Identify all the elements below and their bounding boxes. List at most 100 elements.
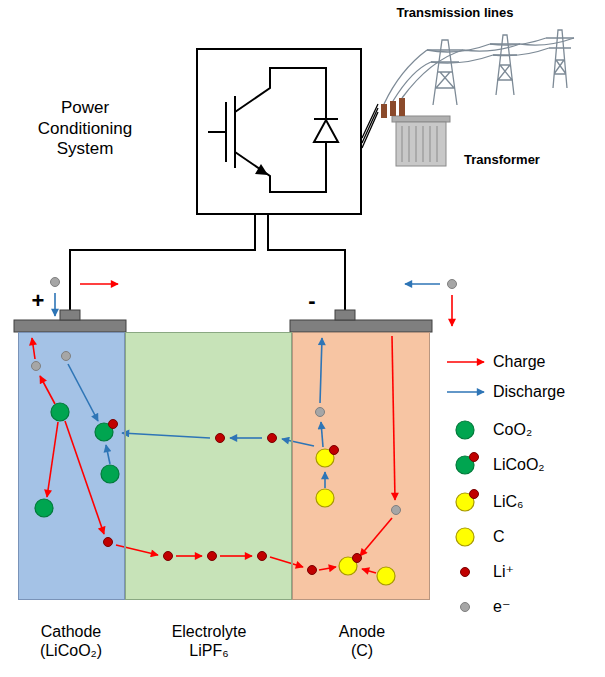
anode-particles bbox=[324, 472, 326, 488]
transformer-picture bbox=[399, 98, 405, 116]
igbt-symbol bbox=[235, 68, 326, 118]
anode-particles bbox=[377, 567, 395, 585]
transformer-picture bbox=[381, 104, 387, 118]
transformer-picture bbox=[415, 126, 417, 162]
electron-flow bbox=[448, 280, 457, 289]
cathode-particles bbox=[62, 352, 71, 361]
terminal-plate bbox=[60, 310, 80, 320]
cathode-particles bbox=[47, 422, 58, 497]
cathode-particles bbox=[106, 445, 110, 464]
electrolyte-ions bbox=[220, 555, 252, 557]
transformer-picture bbox=[429, 126, 431, 162]
electrolyte-ions bbox=[258, 552, 267, 561]
anode-particles bbox=[308, 336, 401, 585]
cathode-particles bbox=[109, 420, 118, 429]
node-label: Cathode (LiCoO₂) bbox=[40, 622, 102, 660]
terminal-plate bbox=[290, 320, 432, 332]
electrolyte-ions bbox=[216, 434, 225, 443]
transformer: Transformer bbox=[378, 98, 456, 170]
terminal-plate bbox=[14, 320, 126, 332]
legend-sample bbox=[447, 362, 484, 612]
electrolyte-panel: Electrolyte LiPF₆ bbox=[125, 332, 292, 600]
legend-text: C bbox=[493, 527, 505, 546]
anode-particles bbox=[319, 567, 336, 570]
anode-particles bbox=[308, 566, 317, 575]
cathode-panel: Cathode (LiCoO₂) bbox=[18, 332, 125, 600]
transformer-picture bbox=[390, 101, 396, 116]
electron-flow bbox=[51, 278, 60, 287]
anode-particles bbox=[316, 489, 334, 507]
igbt-symbol bbox=[208, 68, 338, 192]
transmission-towers bbox=[384, 50, 463, 104]
cathode-particles bbox=[104, 538, 113, 547]
legend-text: Charge bbox=[493, 352, 545, 371]
electron-flow bbox=[51, 278, 457, 327]
terminal-sign: - bbox=[308, 288, 315, 314]
legend-sample bbox=[461, 568, 470, 577]
cathode-particles bbox=[32, 338, 159, 555]
anode-particles bbox=[392, 336, 395, 500]
terminal-plate bbox=[335, 310, 355, 320]
electrolyte-ions bbox=[122, 433, 314, 567]
electron-flow bbox=[54, 293, 56, 316]
legend-sample bbox=[447, 391, 484, 393]
node-label: Power Conditioning System bbox=[38, 98, 133, 159]
legend-sample bbox=[461, 603, 470, 612]
electrolyte-ions bbox=[122, 433, 210, 438]
anode-particles bbox=[392, 506, 401, 515]
igbt-symbol bbox=[255, 164, 268, 175]
cathode-particles bbox=[51, 403, 69, 421]
transmission-towers bbox=[546, 30, 574, 88]
legend-sample bbox=[470, 490, 479, 499]
transformer-picture bbox=[402, 126, 437, 162]
legend-sample bbox=[447, 361, 484, 363]
anode-particles bbox=[362, 569, 376, 573]
converter-box: Power Conditioning System bbox=[196, 48, 362, 215]
legend-sample bbox=[456, 421, 474, 439]
igbt-symbol bbox=[314, 118, 338, 120]
wire bbox=[268, 215, 345, 332]
anode-particles bbox=[353, 554, 362, 563]
cell-fill bbox=[18, 332, 125, 600]
electrolyte-ions bbox=[270, 557, 303, 567]
transformer-picture bbox=[436, 126, 438, 162]
electron-flow bbox=[405, 283, 440, 285]
cathode-particles bbox=[40, 376, 55, 404]
terminal-plate bbox=[14, 310, 432, 332]
anode-panel: Anode (C) bbox=[292, 332, 430, 600]
transformer-picture bbox=[401, 126, 403, 162]
transmission-towers bbox=[427, 40, 463, 105]
electrolyte-ions bbox=[164, 552, 173, 561]
igbt-symbol bbox=[314, 120, 338, 142]
terminal-sign: + bbox=[32, 288, 45, 314]
transformer-picture bbox=[396, 122, 446, 166]
electron-flow bbox=[80, 283, 118, 285]
electrolyte-ions bbox=[268, 434, 277, 443]
igbt-symbol bbox=[234, 96, 236, 168]
transformer-picture bbox=[408, 126, 410, 162]
legend-text: LiC₆ bbox=[493, 492, 523, 511]
igbt-symbol bbox=[208, 131, 226, 133]
anode-particles bbox=[360, 518, 392, 556]
transmission-label: Transmission lines bbox=[396, 5, 513, 21]
node-label: Transformer bbox=[464, 152, 540, 168]
anode-particles bbox=[330, 446, 339, 455]
legend-text: Discharge bbox=[493, 382, 565, 401]
electron-flow bbox=[451, 295, 453, 326]
node-label: Electrolyte LiPF₆ bbox=[172, 622, 247, 660]
transformer-picture bbox=[422, 126, 424, 162]
cell-fill bbox=[18, 332, 430, 600]
wire bbox=[70, 215, 255, 332]
legend-text: LiCoO₂ bbox=[493, 455, 545, 474]
legend-text: e⁻ bbox=[493, 597, 510, 616]
cathode-particles bbox=[35, 499, 53, 517]
node-label: Anode (C) bbox=[339, 622, 385, 660]
transmission-towers bbox=[384, 30, 574, 105]
electrolyte-ions bbox=[176, 555, 202, 557]
cathode-particles bbox=[32, 362, 41, 371]
anode-particles bbox=[320, 338, 322, 403]
anode-particles bbox=[321, 422, 323, 447]
cathode-particles bbox=[116, 545, 158, 555]
electrolyte-ions bbox=[208, 552, 217, 561]
cathode-particles bbox=[32, 338, 35, 359]
